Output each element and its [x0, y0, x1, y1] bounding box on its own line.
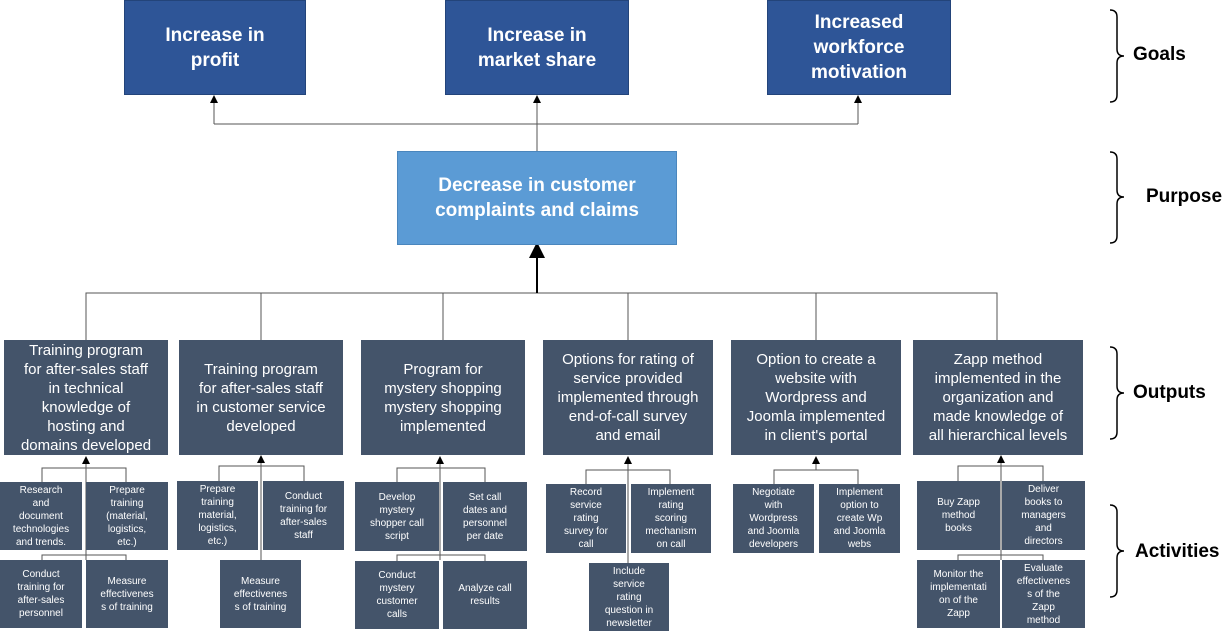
activity-buy-books: Buy Zapp method books	[917, 481, 1000, 550]
activity-deliver-books: Deliver books to managers and directors	[1002, 481, 1085, 550]
goal-increase-market-share: Increase in market share	[445, 0, 629, 95]
brace-goals	[1109, 9, 1125, 103]
activity-prepare-training: Prepare training (material, logistics, e…	[86, 482, 168, 550]
activity-monitor-implementation: Monitor the implementati on of the Zapp	[917, 560, 1000, 628]
label-goals: Goals	[1133, 44, 1186, 65]
activity-measure-effectiveness: Measure effectivenes s of training	[220, 560, 301, 628]
output-customer-service-training: Training program for after-sales staff i…	[179, 340, 343, 455]
activity-implement-web-option: Implement option to create Wp and Joomla…	[819, 484, 900, 553]
output-service-rating: Options for rating of service provided i…	[543, 340, 713, 455]
brace-activities	[1109, 504, 1125, 598]
activity-analyze-results: Analyze call results	[443, 561, 527, 629]
brace-purpose	[1109, 151, 1125, 244]
purpose-box: Decrease in customer complaints and clai…	[397, 151, 677, 245]
activity-record-survey: Record service rating survey for call	[546, 484, 626, 553]
activity-develop-script: Develop mystery shopper call script	[355, 482, 439, 551]
activity-negotiate-developers: Negotiate with Wordpress and Joomla deve…	[733, 484, 814, 553]
output-website-option: Option to create a website with Wordpres…	[731, 340, 901, 455]
output-mystery-shopping: Program for mystery shopping mystery sho…	[361, 340, 525, 455]
activity-research-technologies: Research and document technologies and t…	[0, 482, 82, 550]
activity-evaluate-effectiveness: Evaluate effectivenes s of the Zapp meth…	[1002, 560, 1085, 628]
label-activities: Activities	[1135, 541, 1220, 562]
activity-implement-scoring: Implement rating scoring mechanism on ca…	[631, 484, 711, 553]
goal-increased-workforce-motivation: Increased workforce motivation	[767, 0, 951, 95]
brace-outputs	[1109, 346, 1125, 440]
activity-prepare-training-material: Prepare training material, logistics, et…	[177, 481, 258, 550]
label-purpose: Purpose	[1146, 186, 1223, 207]
activity-conduct-training-personnel: Conduct training for after-sales personn…	[0, 560, 82, 628]
activity-conduct-training-staff: Conduct training for after-sales staff	[263, 481, 344, 550]
activity-set-call-dates: Set call dates and personnel per date	[443, 482, 527, 551]
output-technical-training: Training program for after-sales staff i…	[4, 340, 168, 455]
activity-newsletter-question: Include service rating question in newsl…	[589, 563, 669, 631]
output-zapp-method: Zapp method implemented in the organizat…	[913, 340, 1083, 455]
activity-conduct-mystery-calls: Conduct mystery customer calls	[355, 561, 439, 629]
activity-measure-effectiveness: Measure effectivenes s of training	[86, 560, 168, 628]
label-outputs: Outputs	[1133, 382, 1206, 403]
goal-increase-profit: Increase in profit	[124, 0, 306, 95]
